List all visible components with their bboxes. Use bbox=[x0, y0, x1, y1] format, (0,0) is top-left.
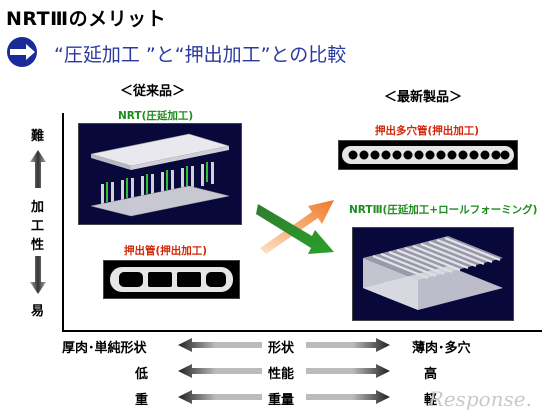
row-weight-left: 重 bbox=[135, 393, 149, 408]
extruded-multiport-image bbox=[338, 140, 518, 170]
subtitle: “圧延加工 ”と“押出加工”との比較 bbox=[54, 44, 347, 66]
y-axis-difficult-label: 難 bbox=[31, 129, 45, 144]
row-shape-center: 形状 bbox=[268, 341, 295, 356]
extruded-tube-label: 押出管(押出加工) bbox=[124, 245, 208, 257]
row-weight-center: 重量 bbox=[268, 393, 295, 408]
double-arrow-row-3 bbox=[178, 390, 390, 404]
y-axis-char-2: 工 bbox=[31, 219, 45, 234]
y-axis-char-1: 加 bbox=[31, 200, 45, 215]
y-axis-easy-label: 易 bbox=[31, 304, 45, 319]
conventional-group-label: ＜従来品＞ bbox=[120, 84, 186, 99]
x-axis-line bbox=[62, 330, 542, 332]
arrow-circle-icon bbox=[7, 37, 37, 67]
row-shape-right: 薄肉･多穴 bbox=[412, 341, 471, 356]
double-arrows bbox=[178, 338, 390, 404]
nrt3-label: NRTⅢ(圧延加工+ロールフォーミング) bbox=[349, 204, 538, 216]
extruded-multiport-label: 押出多穴管(押出加工) bbox=[375, 125, 480, 137]
crossing-arrows-icon bbox=[256, 200, 334, 254]
y-axis-line bbox=[62, 113, 64, 332]
watermark-logo: Response. bbox=[428, 387, 532, 411]
extruded-tube-image bbox=[103, 260, 240, 299]
row-performance-left: 低 bbox=[135, 367, 149, 382]
double-arrow-row-1 bbox=[178, 338, 390, 352]
arrow-up-icon bbox=[30, 150, 46, 188]
latest-group-label: ＜最新製品＞ bbox=[384, 90, 463, 105]
y-axis-char-3: 性 bbox=[31, 238, 45, 253]
nrt-label: NRT(圧延加工) bbox=[118, 110, 194, 122]
nrt3-image bbox=[352, 227, 514, 321]
row-performance-right: 高 bbox=[424, 367, 438, 382]
row-performance-center: 性能 bbox=[268, 367, 295, 382]
double-arrow-row-2 bbox=[178, 364, 390, 378]
page-title: NRTⅢのメリット bbox=[6, 8, 167, 30]
nrt-image bbox=[78, 123, 242, 225]
arrow-down-icon bbox=[30, 256, 46, 294]
row-shape-left: 厚肉･単純形状 bbox=[62, 341, 147, 356]
row-weight-right: 軽 bbox=[424, 393, 438, 408]
